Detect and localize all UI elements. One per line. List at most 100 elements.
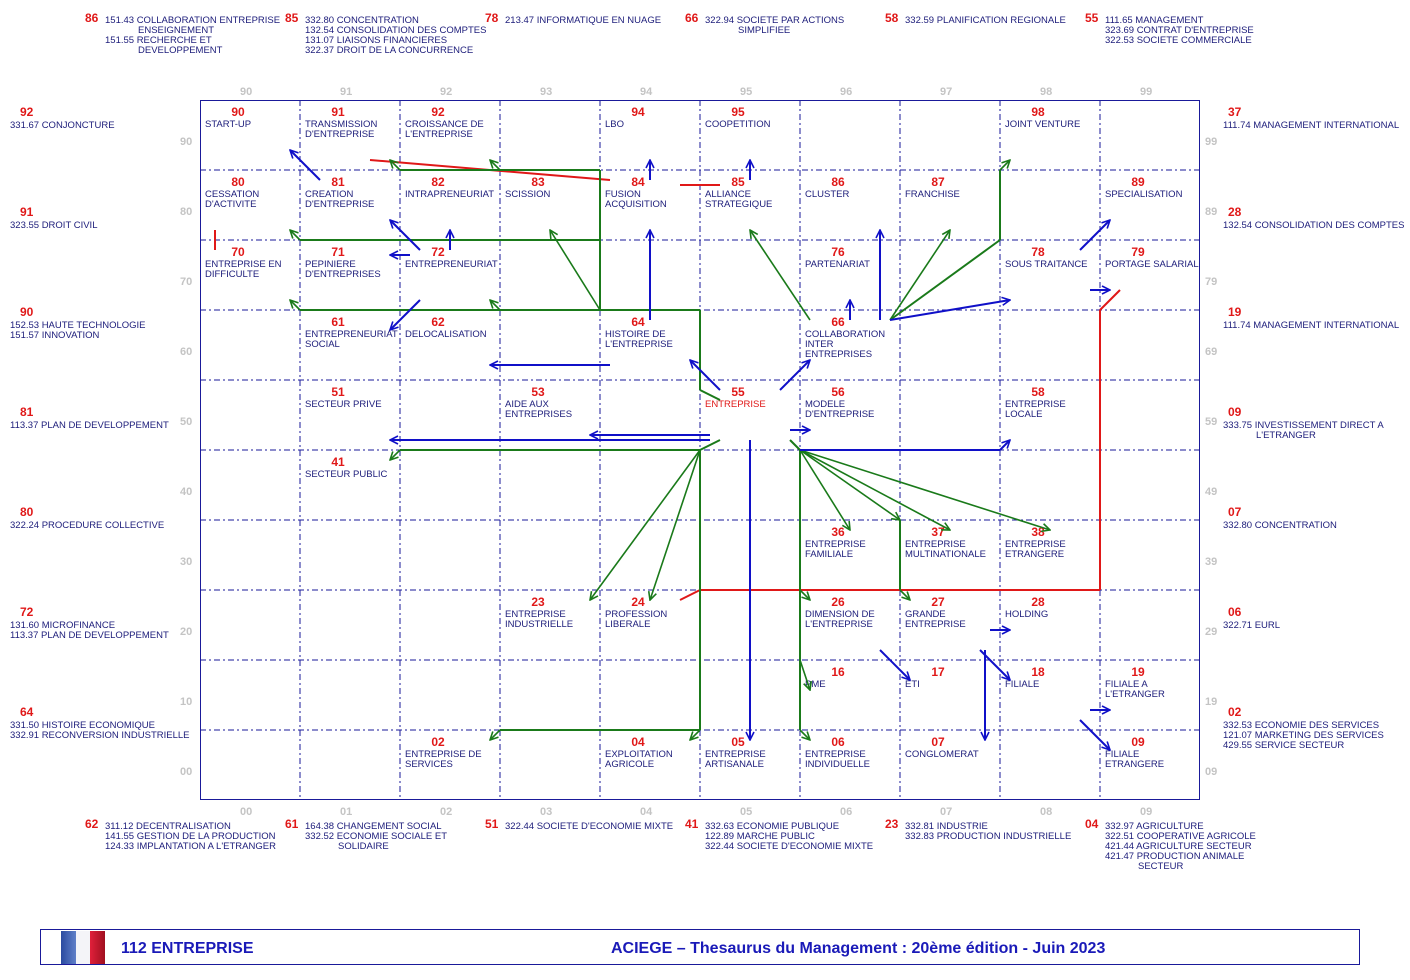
cell-code: 17 [931, 665, 945, 679]
blue-relation-arrow [779, 360, 810, 391]
cell-label-line: ENTREPRISE [1005, 539, 1066, 550]
axis-tick-bottom: 02 [440, 806, 453, 818]
related-term-line: 323.55 DROIT CIVIL [10, 220, 98, 231]
green-relation-line [789, 439, 801, 451]
cell-code: 18 [1031, 665, 1045, 679]
axis-tick-top: 90 [240, 86, 253, 98]
cell-label-line: D'ENTREPRISE [305, 199, 375, 210]
related-term-line: 111.74 MANAGEMENT INTERNATIONAL [1223, 120, 1400, 131]
cell-code: 66 [831, 315, 845, 329]
cell-code: 56 [831, 385, 845, 399]
axis-tick-right: 39 [1205, 556, 1218, 568]
cell-label-line: GRANDE [905, 609, 946, 620]
cell-label-line: HOLDING [1005, 609, 1049, 620]
related-term-line: 132.54 CONSOLIDATION DES COMPTES [1223, 220, 1405, 231]
cell-label-line: INTRAPRENEURIAT [405, 189, 495, 200]
axis-tick-right: 49 [1205, 486, 1218, 498]
cell-label: PARTENARIAT [805, 260, 870, 270]
axis-tick-right: 59 [1205, 416, 1218, 428]
related-term-line: 151.43 COLLABORATION ENTREPRISE [105, 15, 281, 26]
related-term-line: 113.37 PLAN DE DEVELOPPEMENT [10, 420, 169, 431]
cell-label: SCISSION [505, 190, 550, 200]
cell-code: 07 [931, 735, 945, 749]
cell-label: JOINT VENTURE [1005, 120, 1080, 130]
related-term-code: 61 [285, 817, 299, 831]
cell-code: 26 [831, 595, 845, 609]
related-term-line: 332.53 ECONOMIE DES SERVICES [1223, 720, 1380, 731]
related-term-code: 66 [685, 11, 699, 25]
blue-relation-arrow [979, 649, 1010, 680]
related-term-line: 332.59 PLANIFICATION REGIONALE [905, 15, 1066, 26]
related-term-line: 332.81 INDUSTRIE [905, 821, 988, 832]
related-term-line: 131.07 LIAISONS FINANCIERES [305, 35, 448, 46]
axis-tick-right: 09 [1205, 766, 1218, 778]
cell-code: 09 [1131, 735, 1145, 749]
axis-tick-left: 40 [180, 486, 193, 498]
related-term-line: 151.55 RECHERCHE ET [105, 35, 212, 46]
cell-label: SECTEUR PUBLIC [305, 470, 387, 480]
related-term-list: 132.54 CONSOLIDATION DES COMPTES [1223, 221, 1404, 231]
related-term-code: 85 [285, 11, 299, 25]
cell-label-line: ENTREPRISE [805, 749, 866, 760]
blue-relation-arrow [390, 220, 421, 251]
related-term-line: 122.89 MARCHE PUBLIC [705, 831, 815, 842]
cell-label-line: PARTENARIAT [805, 259, 870, 270]
cell-label: CLUSTER [805, 190, 849, 200]
related-term-line: 164.38 CHANGEMENT SOCIAL [305, 821, 442, 832]
related-term-line: SECTEUR [1138, 861, 1184, 872]
cell-code: 51 [331, 385, 345, 399]
blue-relation-arrow [690, 360, 721, 391]
cell-label-line: ENTREPRISE [905, 539, 966, 550]
cell-label: PORTAGE SALARIAL [1105, 260, 1199, 270]
cell-code: 92 [431, 105, 445, 119]
blue-relation-arrow [1079, 220, 1110, 251]
cell-label-line: LOCALE [1005, 409, 1043, 420]
related-term-line: 429.55 SERVICE SECTEUR [1223, 740, 1345, 751]
axis-tick-bottom: 05 [740, 806, 753, 818]
cell-code: 86 [831, 175, 845, 189]
related-term-line: ENSEIGNEMENT [138, 25, 215, 36]
related-term-code: 86 [85, 11, 99, 25]
related-term-line: 151.57 INNOVATION [10, 330, 100, 341]
cell-label: SPECIALISATION [1105, 190, 1182, 200]
cell-label-line: SCISSION [505, 189, 551, 200]
cell-label-line: COOPETITION [705, 119, 771, 130]
related-term-list: 213.47 INFORMATIQUE EN NUAGE [505, 16, 661, 26]
cell-label-line: ENTREPRENEURIAT [405, 259, 498, 270]
cell-label-line: ENTREPRISE [1005, 399, 1066, 410]
related-term-list: 113.37 PLAN DE DEVELOPPEMENT [10, 421, 169, 431]
axis-tick-right: 29 [1205, 626, 1218, 638]
related-term-line: 331.67 CONJONCTURE [10, 120, 115, 131]
cell-label-line: L'ENTREPRISE [405, 129, 473, 140]
green-relation-line [889, 239, 1001, 321]
related-term-code: 80 [20, 505, 34, 519]
cell-label-line: LBO [605, 119, 625, 130]
cell-code: 64 [631, 315, 645, 329]
related-term-line: 131.60 MICROFINANCE [10, 620, 116, 631]
axis-tick-top: 96 [840, 86, 853, 98]
cell-label-line: DIMENSION DE [805, 609, 875, 620]
